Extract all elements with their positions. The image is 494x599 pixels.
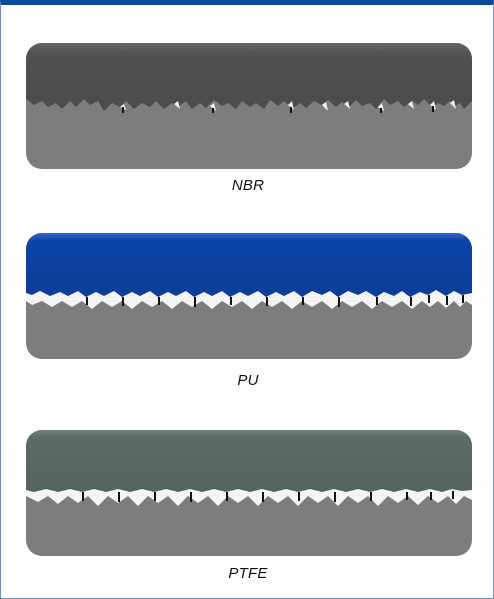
nbr-seal-diagram (26, 43, 472, 169)
nbr-seal-lip (26, 43, 472, 111)
nbr-label: NBR (231, 177, 265, 194)
ptfe-label: PTFE (228, 565, 268, 582)
pu-seal-lip (26, 233, 472, 297)
pu-label: PU (237, 372, 259, 389)
pu-seal-diagram (26, 233, 472, 359)
pu-diagram-graphic (26, 233, 472, 359)
nbr-diagram-graphic (26, 43, 472, 169)
ptfe-seal-diagram (26, 430, 472, 556)
ptfe-contact-gaps (26, 486, 472, 506)
ptfe-seal-lip (26, 430, 472, 492)
ptfe-diagram-graphic (26, 430, 472, 556)
